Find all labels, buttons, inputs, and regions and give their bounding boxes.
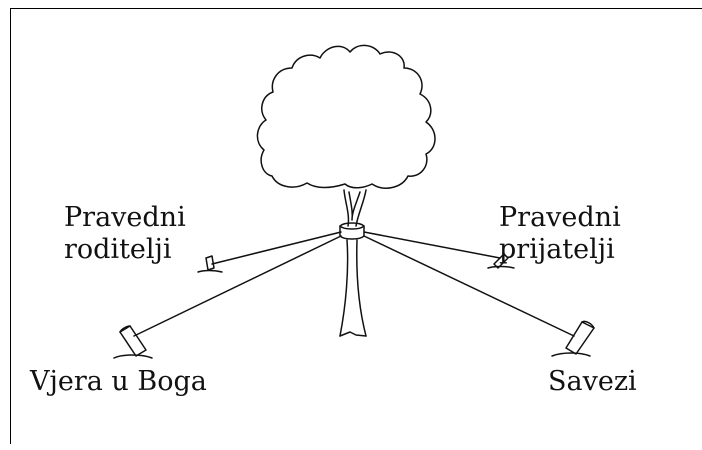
tree-branch-inner <box>348 191 361 221</box>
stake-parents <box>197 255 223 273</box>
rope-covenants <box>363 235 575 337</box>
stake-friends <box>487 253 515 269</box>
rope-parents <box>211 231 342 265</box>
label-parents-line1: Pravedni <box>64 202 186 233</box>
tree-branch-left <box>343 189 350 227</box>
tree-trunk-left <box>339 239 349 337</box>
tree-canopy <box>256 44 436 189</box>
label-righteous-parents: Pravedni roditelji <box>64 202 220 266</box>
label-covenants: Savezi <box>548 366 637 397</box>
rope-faith <box>133 235 342 337</box>
label-faith-in-god: Vjera u Boga <box>30 366 207 397</box>
frame-top-border <box>10 8 702 9</box>
frame-left-border <box>10 8 11 444</box>
label-parents-line2: roditelji <box>64 234 172 265</box>
label-righteous-friends: Pravedni prijatelji <box>499 202 621 266</box>
stake-faith <box>113 325 153 359</box>
tree-trunk-base <box>339 331 367 337</box>
label-friends-line1: Pravedni <box>499 202 621 233</box>
trunk-band <box>339 222 365 240</box>
stake-covenants <box>551 320 595 357</box>
tree-branch-right <box>355 189 367 227</box>
tree-trunk-right <box>356 239 367 337</box>
label-friends-line2: prijatelji <box>499 234 615 265</box>
rope-friends <box>363 231 501 259</box>
